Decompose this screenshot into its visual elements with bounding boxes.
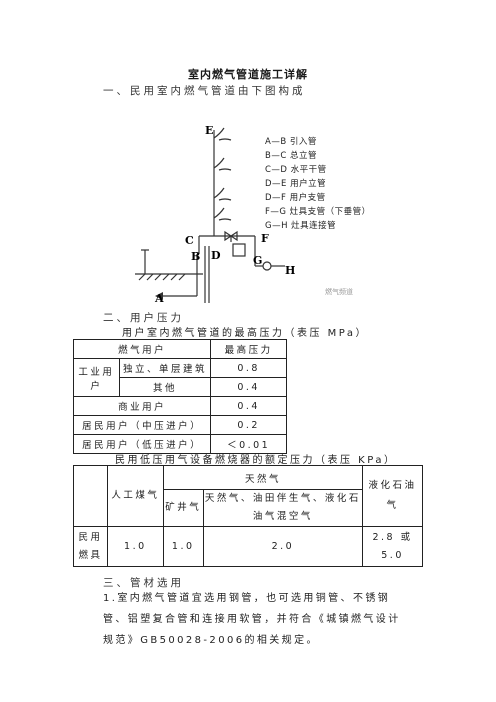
- label-e: E: [205, 124, 213, 137]
- table-cell: ＜0.01: [210, 434, 287, 454]
- legend-item: F—G 灶具支管（下垂管）: [265, 206, 371, 217]
- legend-item: D—F 用户支管: [265, 192, 326, 203]
- table2-caption: 民用低压用气设备燃烧器的额定压力（表压 KPa）: [115, 455, 397, 466]
- body-paragraph: 1.室内燃气管道宜选用钢管，也可选用铜管、不锈钢管、铝塑复合管和连接用软管，并符…: [103, 593, 401, 646]
- table-cell: 居民用户（中压进户）: [72, 415, 212, 435]
- header-natural-mix: 天然气、油田伴生气、液化石油气混空气: [202, 489, 364, 527]
- section-3-heading: 三、管材选用: [103, 577, 184, 589]
- burner-pressure-table: 人工煤气 天然气 液化石油气 矿井气 天然气、油田伴生气、液化石油气混空气 民用…: [73, 465, 423, 567]
- label-d: D: [211, 249, 221, 262]
- section-1-heading: 一、民用室内燃气管道由下图构成: [103, 85, 306, 97]
- legend-item: G—H 灶具连接管: [265, 220, 336, 231]
- label-h: H: [285, 264, 295, 277]
- header-manmade-gas: 人工煤气: [106, 465, 164, 527]
- legend-item: D—E 用户立管: [265, 178, 326, 189]
- table-cell: 其他: [118, 377, 212, 397]
- table-cell: 2.0: [202, 526, 364, 567]
- pressure-table: 燃气用户 最高压力 工业用户 独立、单层建筑 0.8 其他 0.4 商业用户 0…: [72, 339, 287, 454]
- label-c: C: [185, 234, 194, 247]
- table1-header: 最高压力: [210, 339, 287, 359]
- header-lpg: 液化石油气: [362, 465, 423, 527]
- table-cell: 1.0: [162, 526, 204, 567]
- page-title: 室内燃气管道施工详解: [188, 68, 308, 81]
- watermark: 燃气频道: [325, 287, 353, 296]
- table-cell: 0.4: [210, 396, 287, 416]
- label-a: A: [154, 292, 164, 303]
- section-2-heading: 二、用户压力: [103, 312, 184, 324]
- table-cell: 居民用户（低压进户）: [72, 434, 212, 454]
- table-cell: 0.2: [210, 415, 287, 435]
- table-cell: 0.4: [210, 377, 287, 397]
- table-cell: 2.8 或 5.0: [362, 526, 423, 567]
- label-b: B: [191, 250, 200, 263]
- table1-header: 燃气用户: [72, 339, 212, 359]
- legend-item: A—B 引入管: [265, 136, 317, 147]
- header-natural-gas: 天然气: [162, 465, 364, 490]
- label-g: G: [253, 254, 262, 267]
- table1-caption: 用户室内燃气管道的最高压力（表压 MPa）: [122, 328, 369, 339]
- table-cell: 0.8: [210, 358, 287, 378]
- table-cell: 独立、单层建筑: [118, 358, 212, 378]
- industrial-label: 工业用户: [73, 358, 120, 397]
- legend-item: C—D 水平干管: [265, 164, 327, 175]
- table-cell: 1.0: [106, 526, 164, 567]
- gas-pipe-diagram: E C D B A F G H A—B 引入管 B—C 总立管 C—D 水平干管…: [135, 124, 371, 303]
- legend-item: B—C 总立管: [265, 150, 317, 161]
- label-f: F: [261, 232, 269, 245]
- table-cell: 商业用户: [72, 396, 212, 416]
- row-label-household: 民用燃具: [73, 526, 108, 567]
- header-mine-gas: 矿井气: [162, 489, 204, 527]
